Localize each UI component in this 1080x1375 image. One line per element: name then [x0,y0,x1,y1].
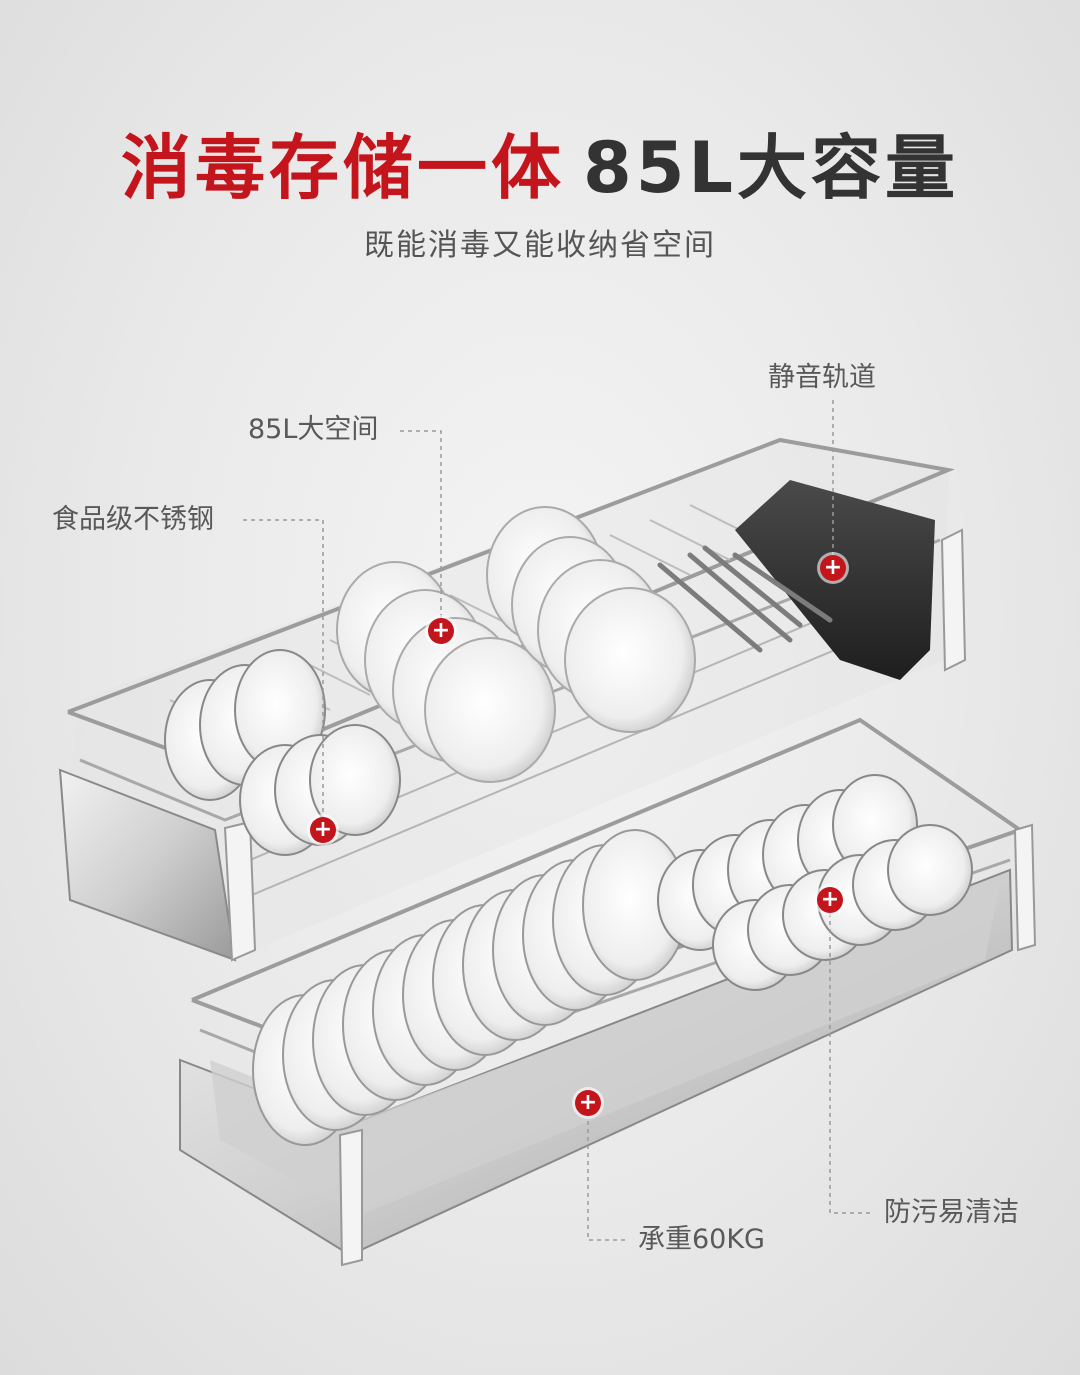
hotspot-easy-clean[interactable]: + [817,887,843,913]
callout-large-space: 85L大空间 [248,414,379,445]
callout-load-bearing: 承重60KG [638,1224,765,1255]
cutlery [657,545,833,653]
hotspot-load-bearing[interactable]: + [575,1090,601,1116]
callout-easy-clean: 防污易清洁 [884,1197,1019,1228]
lower-plates [252,829,688,1146]
lower-bowls [657,774,973,991]
hotspot-food-grade-steel[interactable]: + [310,817,336,843]
title-dark-part: 85L大容量 [582,127,960,209]
lower-basket [179,717,1037,1267]
upper-plates [336,506,696,783]
page-subtitle: 既能消毒又能收纳省空间 [364,228,716,263]
callout-silent-rail: 静音轨道 [768,362,876,393]
leader-lines [243,400,870,1241]
title-red-part: 消毒存储一体 [120,127,565,209]
upper-bowls [164,649,401,856]
upper-side-rail [58,768,237,962]
hotspot-large-space[interactable]: + [428,618,454,644]
hotspot-silent-rail[interactable]: + [820,555,846,581]
callout-food-grade-steel: 食品级不锈钢 [52,504,214,535]
